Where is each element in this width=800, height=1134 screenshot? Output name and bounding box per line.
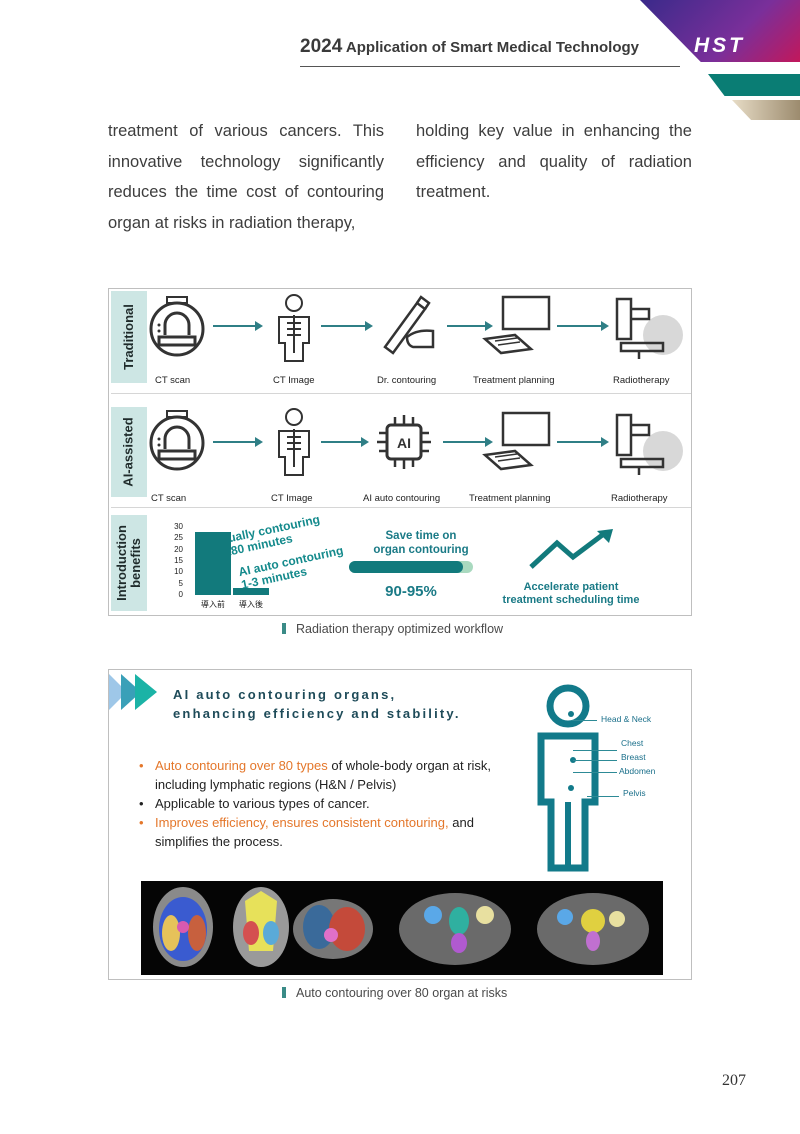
workflow-arrow bbox=[557, 321, 609, 331]
page-number: 207 bbox=[722, 1072, 746, 1089]
label-leader-line bbox=[573, 750, 617, 751]
bullet-item: Improves efficiency, ensures consistent … bbox=[137, 813, 517, 851]
caption-marker bbox=[282, 623, 286, 634]
workflow-arrow bbox=[557, 437, 609, 447]
step-label: Dr. contouring bbox=[377, 375, 437, 386]
label-leader-line bbox=[571, 720, 597, 721]
svg-text:AI: AI bbox=[397, 435, 411, 451]
doctor-contouring-pen-icon bbox=[383, 295, 435, 355]
label-leader-line bbox=[587, 796, 619, 797]
save-time-percent: 90-95% bbox=[385, 583, 437, 600]
treatment-planning-computer-icon bbox=[482, 411, 551, 471]
header-title-text: Application of Smart Medical Technology bbox=[345, 39, 639, 56]
y-tick-label: 30 bbox=[174, 522, 183, 531]
bar-before bbox=[195, 531, 231, 595]
trend-up-arrow-icon bbox=[529, 529, 613, 569]
radiotherapy-machine-icon bbox=[615, 413, 683, 475]
ct-scanner-icon bbox=[149, 410, 205, 471]
y-tick-label: 5 bbox=[178, 578, 183, 588]
label-leader-line bbox=[573, 760, 617, 761]
header-year: 2024 bbox=[300, 36, 343, 57]
human-body-icon bbox=[537, 684, 599, 872]
label-leader-line bbox=[573, 772, 617, 773]
radiotherapy-machine-icon bbox=[615, 297, 683, 359]
y-tick-label: 0 bbox=[178, 590, 183, 599]
body-region-label: Breast bbox=[621, 752, 646, 762]
step-label: CT Image bbox=[273, 375, 315, 386]
ct-image-body-icon bbox=[278, 408, 310, 476]
workflow-arrow bbox=[213, 437, 263, 447]
step-label: CT Image bbox=[271, 493, 313, 504]
ai-chip-icon: AI bbox=[377, 415, 431, 469]
workflow-arrow bbox=[443, 437, 493, 447]
step-label: Treatment planning bbox=[469, 493, 551, 504]
body-region-label: Chest bbox=[621, 738, 644, 748]
workflow-arrow bbox=[447, 321, 493, 331]
bullet-item: Auto contouring over 80 types of whole-b… bbox=[137, 756, 517, 794]
play-chevrons-icon bbox=[109, 674, 157, 710]
workflow-arrow bbox=[321, 321, 373, 331]
running-header: 2024 Application of Smart Medical Techno… bbox=[300, 36, 639, 58]
y-tick-label: 15 bbox=[174, 556, 183, 565]
bar-category-label: 導入前 bbox=[201, 600, 225, 609]
treatment-planning-computer-icon bbox=[482, 295, 551, 355]
row-divider bbox=[111, 393, 691, 394]
y-tick-label: 20 bbox=[174, 544, 183, 554]
caption-marker bbox=[282, 987, 286, 998]
y-tick-label: 10 bbox=[174, 567, 183, 577]
hst-logo: HST bbox=[694, 34, 745, 57]
body-text-left-column: treatment of various cancers. This innov… bbox=[108, 122, 384, 232]
ct-scan-image-strip bbox=[141, 881, 663, 975]
body-region-label: Abdomen bbox=[619, 766, 656, 776]
row-label-ai-assisted: AI-assisted bbox=[111, 407, 147, 497]
organ-contouring-figure: AI auto contouring organs,enhancing effi… bbox=[108, 669, 692, 980]
figure-caption: Radiation therapy optimized workflow bbox=[282, 622, 503, 636]
header-rule bbox=[300, 66, 680, 67]
step-label: CT scan bbox=[155, 375, 191, 386]
ct-slice-images bbox=[153, 887, 649, 967]
save-time-progress-fill bbox=[349, 561, 464, 573]
bullet-item: Applicable to various types of cancer. bbox=[137, 794, 517, 813]
ct-image-body-icon bbox=[278, 294, 310, 362]
save-time-progress-bar bbox=[349, 561, 473, 573]
figure2-title: AI auto contouring organs,enhancing effi… bbox=[173, 687, 461, 721]
body-region-label: Pelvis bbox=[623, 788, 646, 798]
workflow-arrow bbox=[321, 437, 369, 447]
feature-bullet-list: Auto contouring over 80 types of whole-b… bbox=[137, 756, 517, 851]
body-region-label: Head & Neck bbox=[601, 714, 652, 724]
step-label: CT scan bbox=[151, 493, 187, 504]
bar-after bbox=[233, 588, 269, 595]
workflow-arrow bbox=[213, 321, 263, 331]
step-label: AI auto contouring bbox=[363, 493, 441, 504]
step-label: Treatment planning bbox=[473, 375, 555, 386]
row-label-traditional: Traditional bbox=[111, 291, 147, 383]
figure-caption: Auto contouring over 80 organ at risks bbox=[282, 986, 507, 1000]
y-tick-label: 25 bbox=[174, 533, 183, 543]
ct-scanner-icon bbox=[149, 296, 205, 357]
header-gold-stripe bbox=[732, 100, 800, 120]
body-text-right-column: holding key value in enhancing the effic… bbox=[416, 122, 692, 201]
header-green-stripe bbox=[708, 74, 800, 96]
row-divider bbox=[111, 507, 691, 508]
step-label: Radiotherapy bbox=[613, 375, 670, 386]
step-label: Radiotherapy bbox=[611, 493, 668, 504]
bar-category-label: 導入後 bbox=[239, 600, 263, 609]
